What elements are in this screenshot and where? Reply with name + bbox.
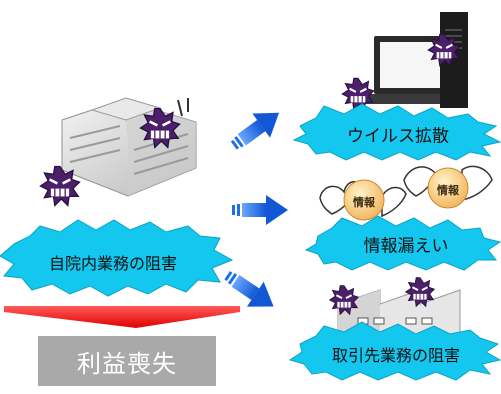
loss-of-profit-box: 利益喪失: [38, 336, 216, 386]
virus-monster-icon: [139, 98, 189, 149]
partner-disruption-burst: [288, 321, 501, 381]
internal-disruption-burst: [0, 219, 234, 297]
winged-information-icon: [319, 179, 407, 221]
desktop-computer-icon: [360, 12, 468, 108]
red-down-arrow: [4, 306, 240, 328]
hospital-building-icon: [61, 97, 197, 197]
information-badge: 情報: [437, 184, 459, 197]
internal-disruption-label: 自院内業務の阻害: [48, 254, 178, 273]
virus-monster-icon: [341, 77, 375, 111]
information-leak-label: 情報漏えい: [363, 236, 449, 257]
partner-disruption-label: 取引先業務の阻害: [331, 346, 461, 365]
winged-information-icon: [403, 165, 493, 209]
information-leak-burst: [304, 215, 501, 271]
virus-spread-label: ウイルス拡散: [347, 126, 449, 147]
arrow-to-virus-spread: [224, 100, 288, 158]
virus-spread-burst: [292, 103, 501, 161]
loss-of-profit-label: 利益喪失: [77, 349, 177, 378]
arrow-to-information-leak: [232, 195, 288, 225]
information-badge: 情報: [353, 196, 375, 209]
